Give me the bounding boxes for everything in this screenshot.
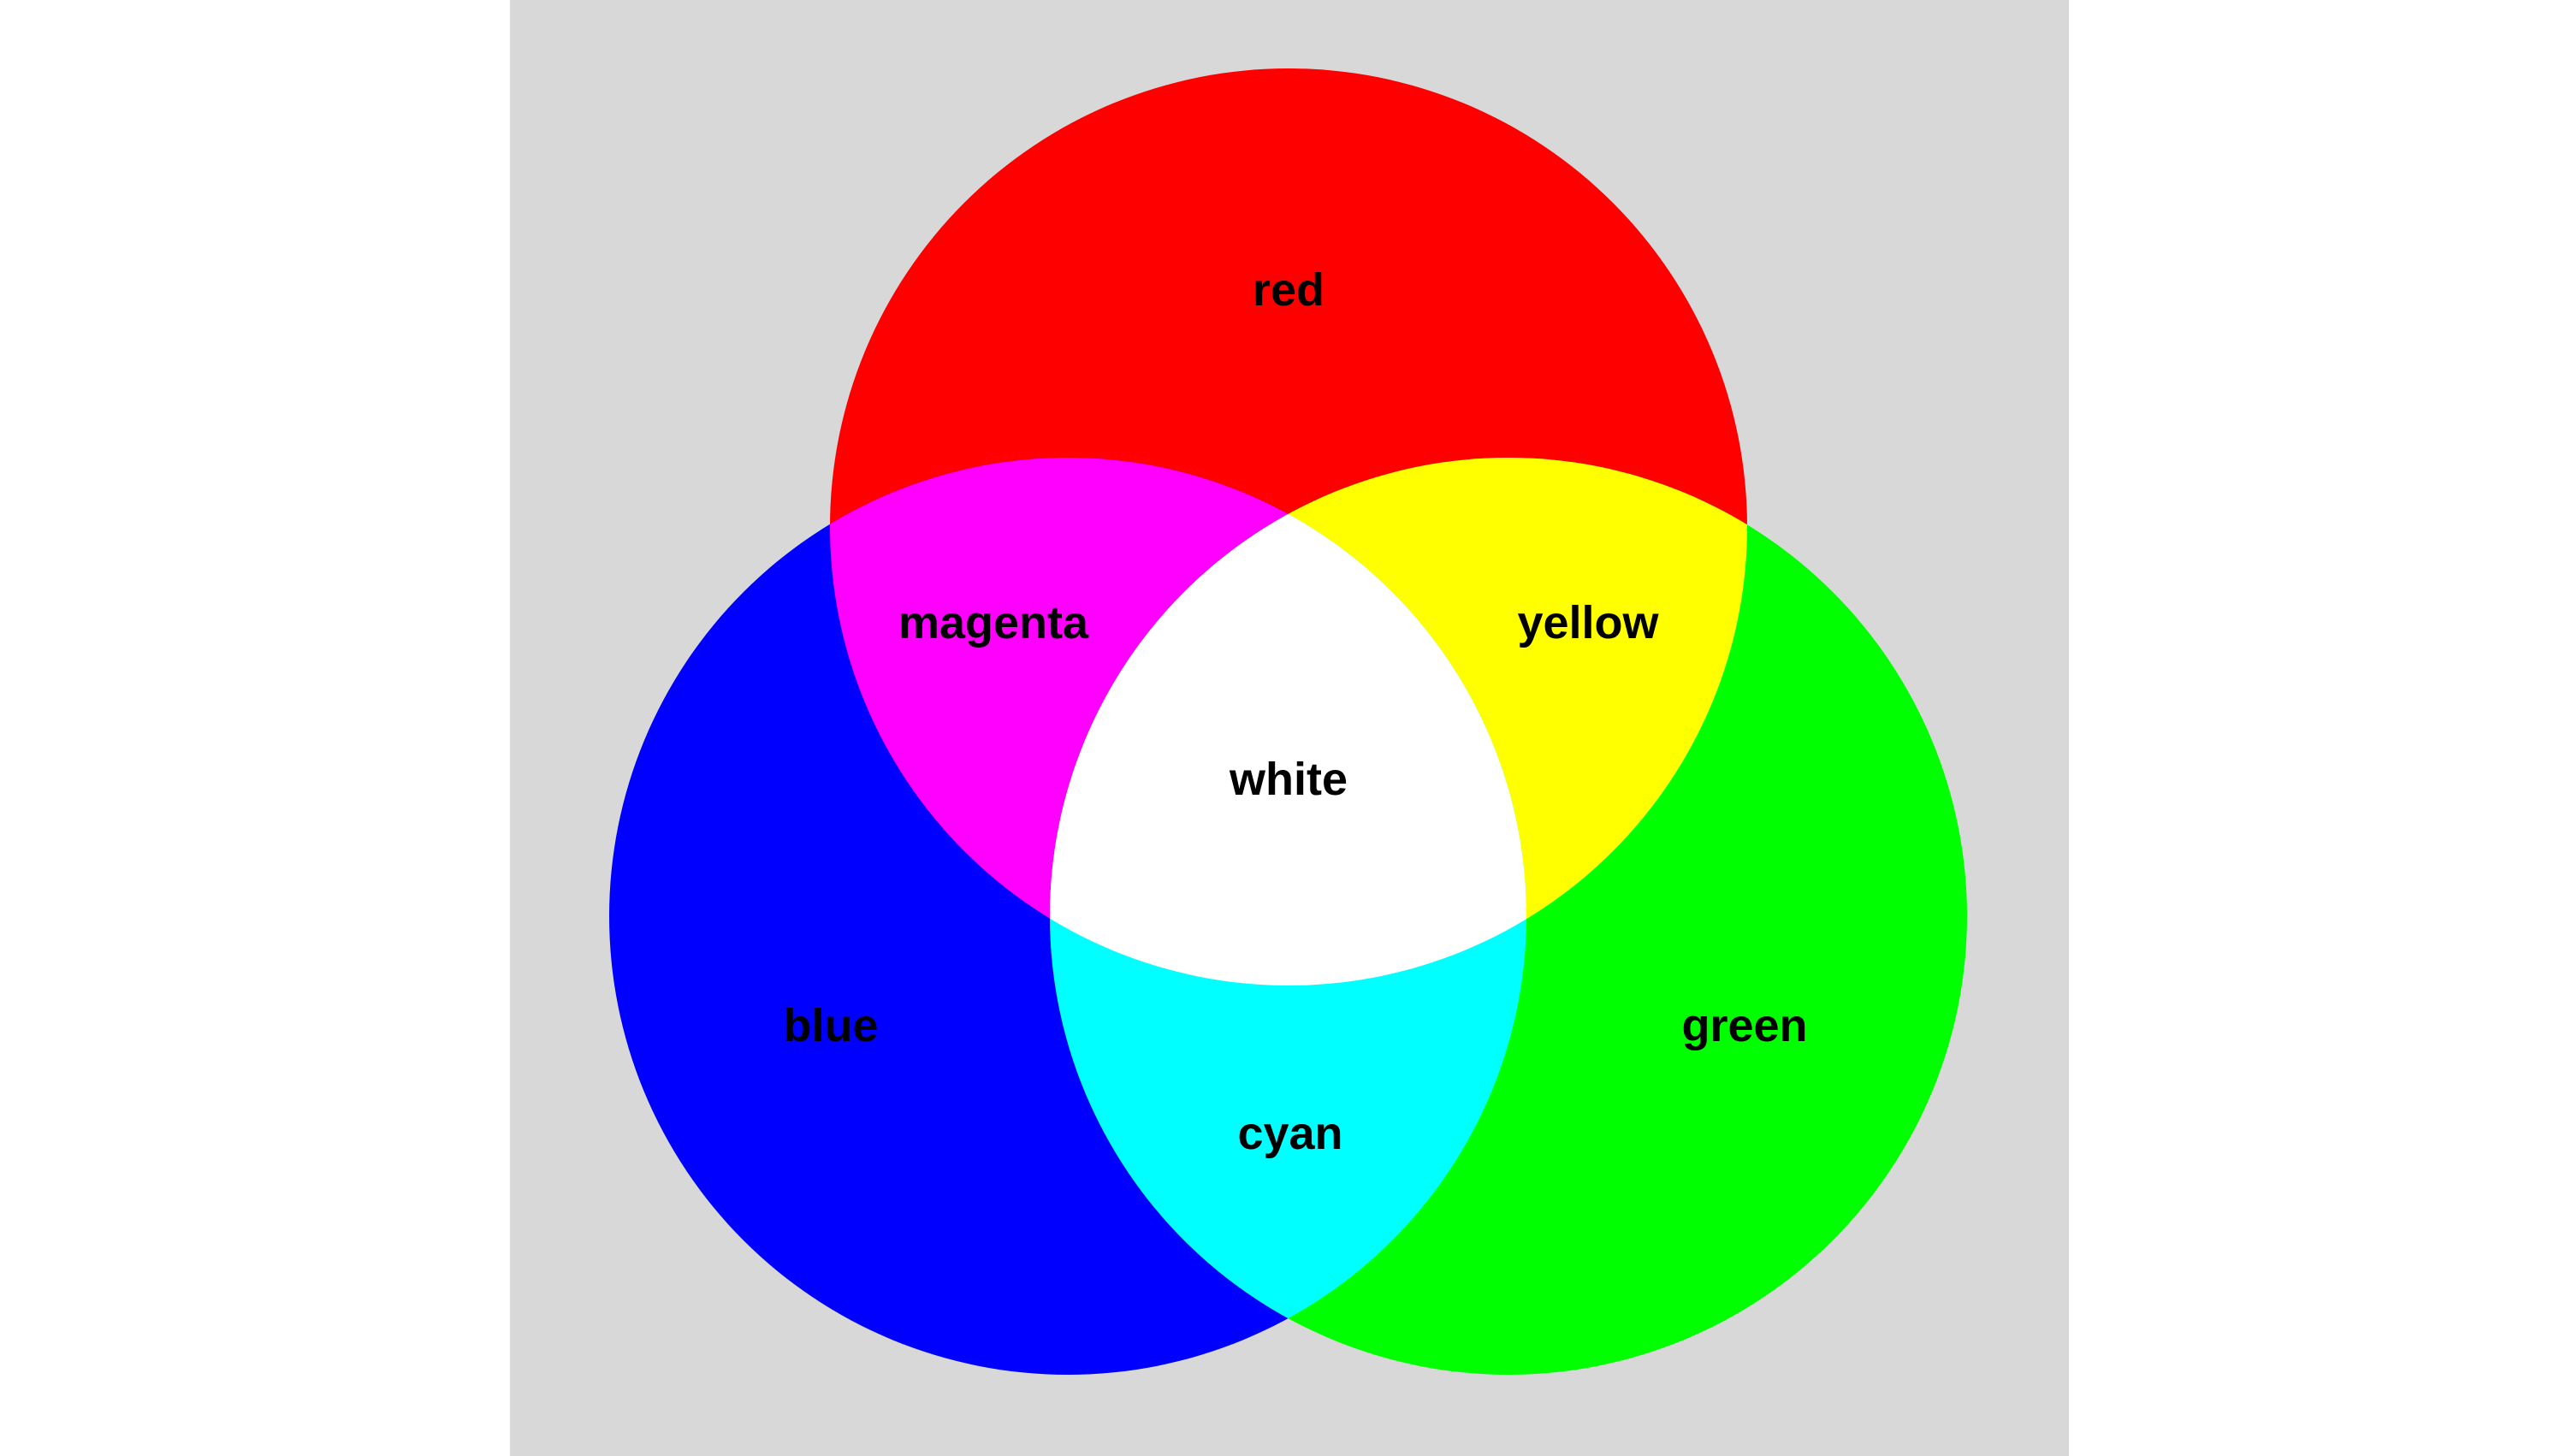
yellow-label: yellow (1517, 597, 1659, 648)
red-label: red (1253, 264, 1324, 316)
magenta-label: magenta (898, 597, 1089, 648)
cyan-label: cyan (1237, 1108, 1342, 1159)
blue-label: blue (783, 1000, 878, 1051)
white-label: white (1229, 754, 1348, 805)
green-label: green (1681, 1000, 1807, 1051)
white-overlap (1050, 458, 1526, 985)
